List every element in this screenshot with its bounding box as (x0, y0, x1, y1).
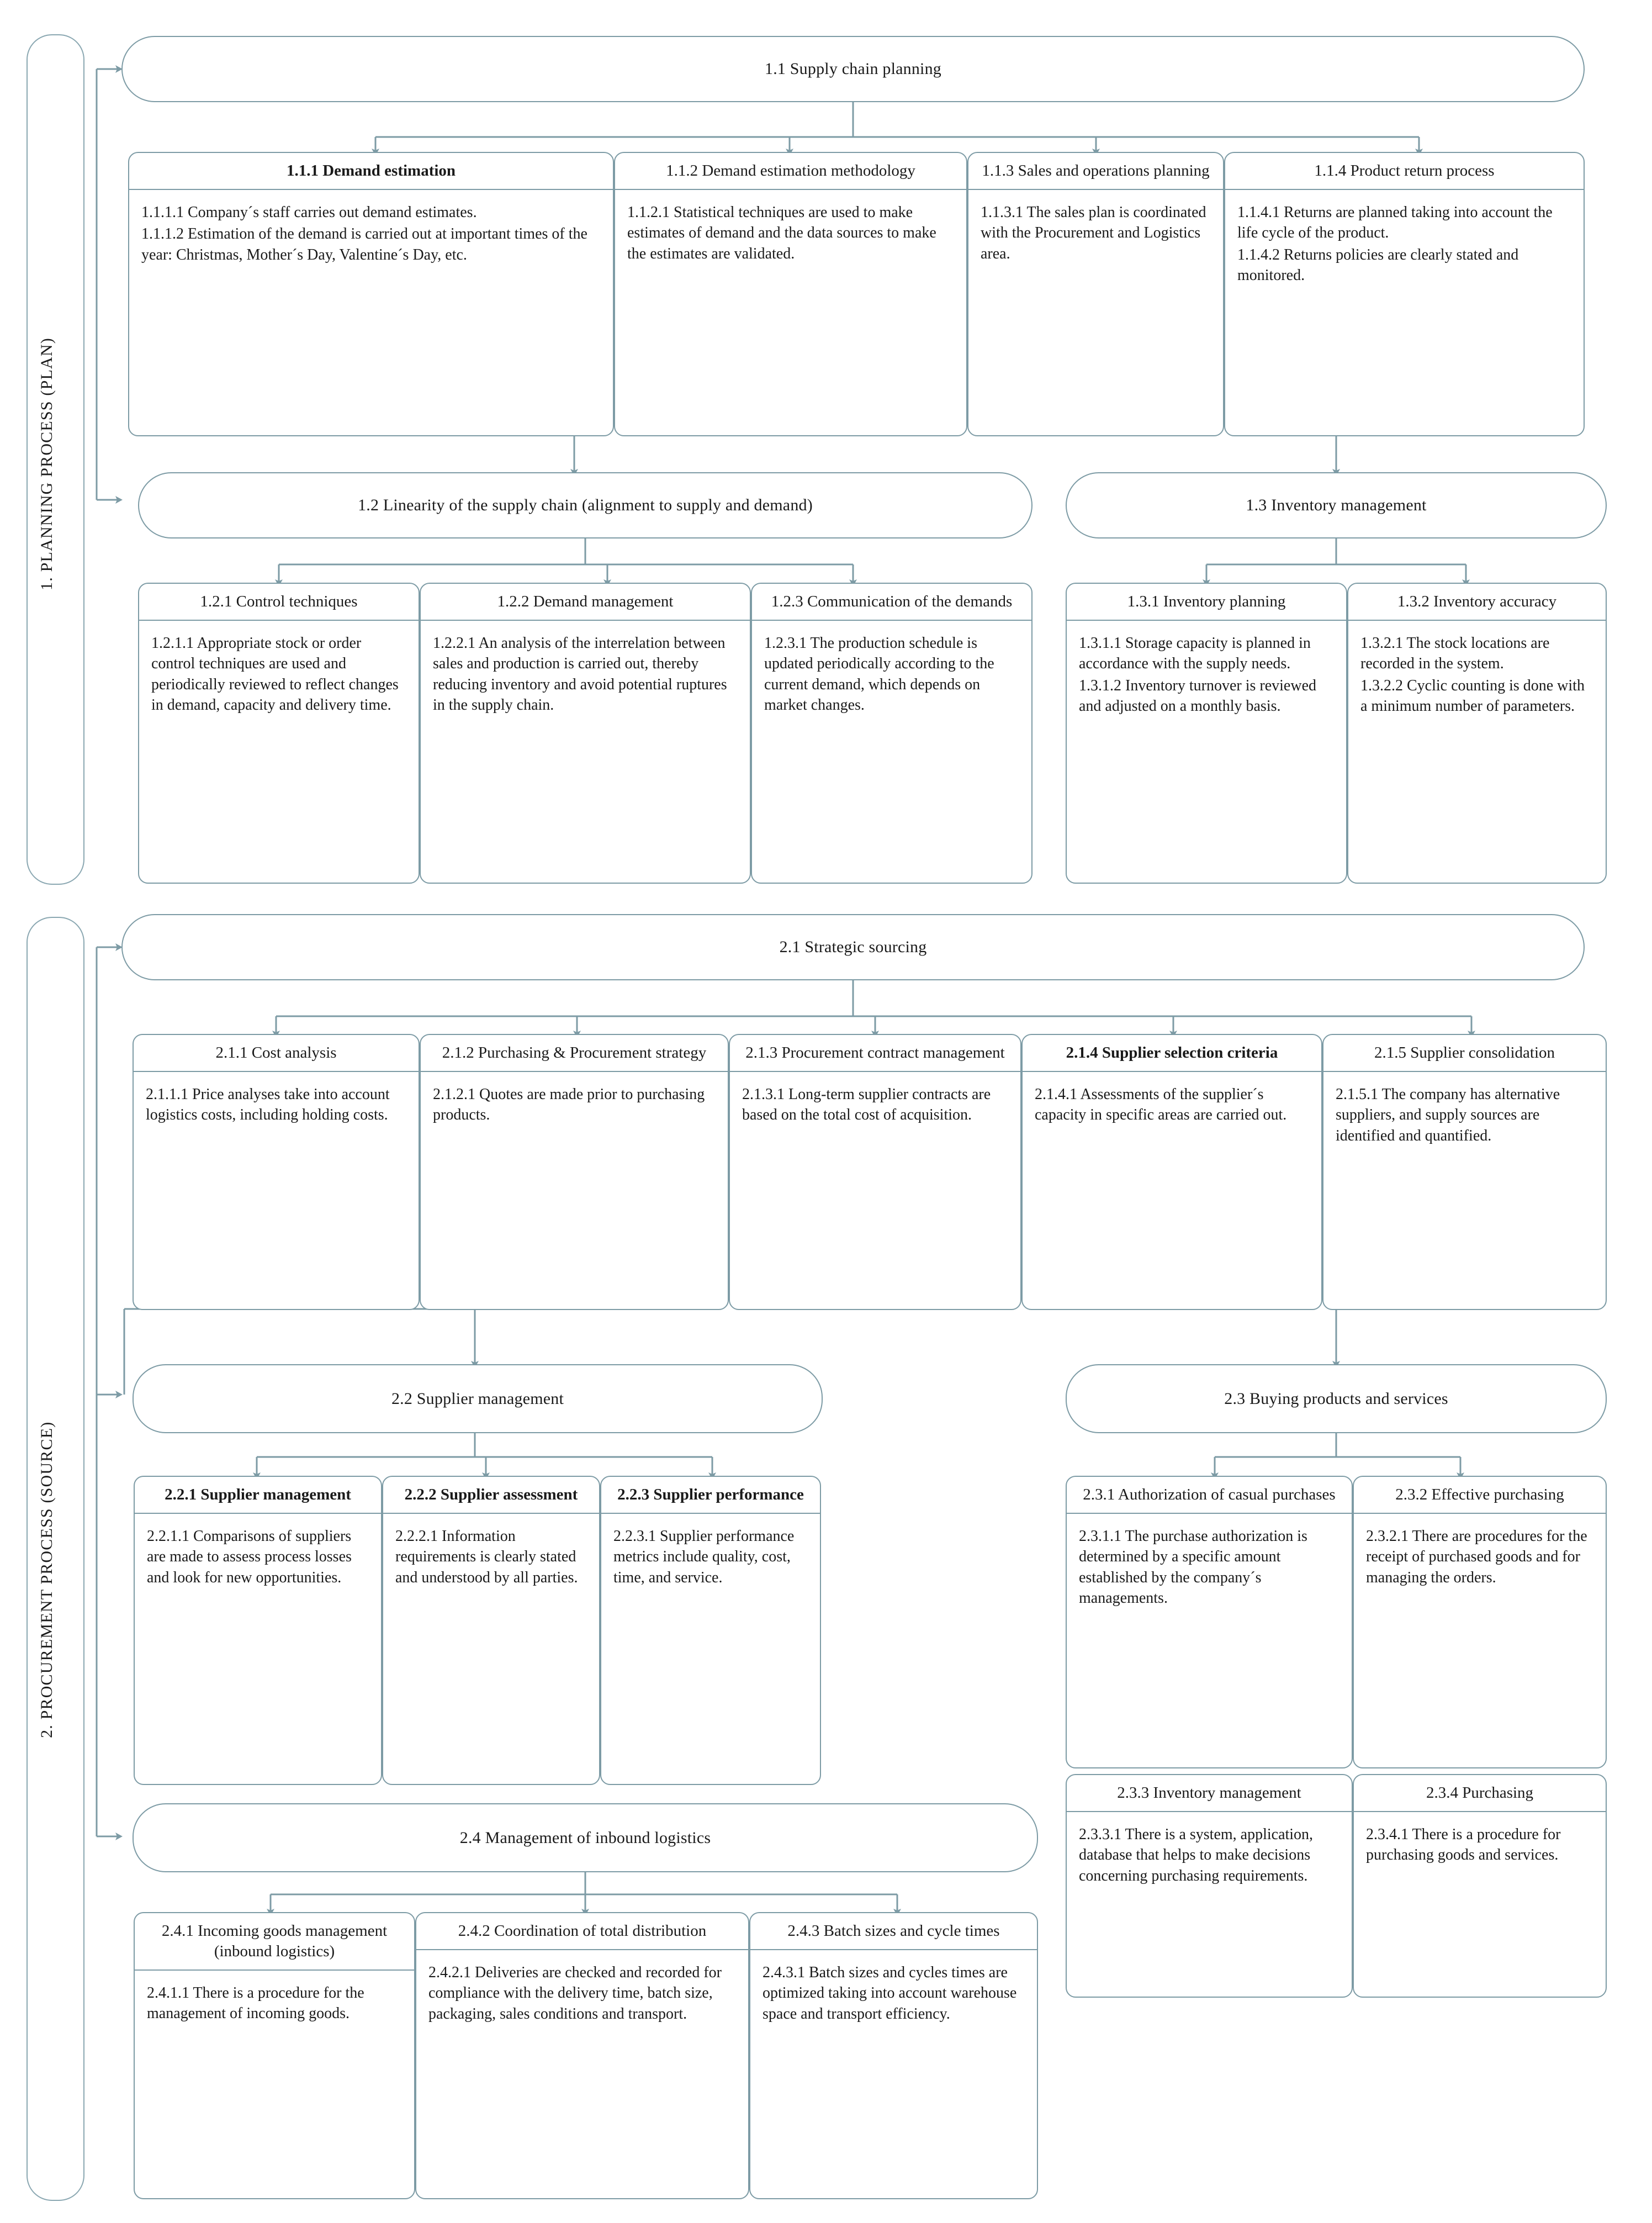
card-2-1-2-body: 2.1.2.1 Quotes are made prior to purchas… (433, 1086, 705, 1124)
card-1-1-3[interactable]: 1.1.3 Sales and operations planning 1.1.… (967, 152, 1224, 436)
card-2-2-2[interactable]: 2.2.2 Supplier assessment 2.2.2.1 Inform… (382, 1476, 600, 1785)
card-2-3-4-body: 2.3.4.1 There is a procedure for purchas… (1366, 1826, 1561, 1864)
node-2-4-inbound-logistics[interactable]: 2.4 Management of inbound logistics (133, 1803, 1038, 1872)
card-1-1-4[interactable]: 1.1.4 Product return process 1.1.4.1 Ret… (1224, 152, 1585, 436)
card-1-2-1[interactable]: 1.2.1 Control techniques 1.2.1.1 Appropr… (138, 583, 420, 884)
card-1-2-2-body: 1.2.2.1 An analysis of the interrelation… (433, 635, 727, 714)
card-2-1-4-header: 2.1.4 Supplier selection criteria (1023, 1035, 1321, 1073)
card-1-1-3-body: 1.1.3.1 The sales plan is coordinated wi… (981, 204, 1206, 262)
card-2-1-5-header: 2.1.5 Supplier consolidation (1323, 1035, 1606, 1073)
card-1-1-2-header: 1.1.2 Demand estimation methodology (615, 153, 966, 191)
card-2-1-2[interactable]: 2.1.2 Purchasing & Procurement strategy … (420, 1034, 729, 1310)
card-2-4-2-header: 2.4.2 Coordination of total distribution (416, 1913, 748, 1951)
card-2-2-1-header: 2.2.1 Supplier management (135, 1477, 381, 1514)
node-2-1-strategic-sourcing[interactable]: 2.1 Strategic sourcing (121, 914, 1585, 980)
card-2-3-4[interactable]: 2.3.4 Purchasing 2.3.4.1 There is a proc… (1353, 1774, 1607, 1998)
node-1-1-title: 1.1 Supply chain planning (765, 60, 941, 78)
card-2-1-1-body: 2.1.1.1 Price analyses take into account… (146, 1086, 390, 1124)
card-2-1-1-header: 2.1.1 Cost analysis (134, 1035, 419, 1073)
card-2-3-2-body: 2.3.2.1 There are procedures for the rec… (1366, 1528, 1587, 1586)
card-2-1-3-header: 2.1.3 Procurement contract management (730, 1035, 1020, 1073)
card-2-1-4[interactable]: 2.1.4 Supplier selection criteria 2.1.4.… (1021, 1034, 1322, 1310)
card-1-3-1-header: 1.3.1 Inventory planning (1067, 584, 1346, 621)
node-2-2-title: 2.2 Supplier management (391, 1389, 564, 1408)
card-1-2-1-header: 1.2.1 Control techniques (139, 584, 419, 621)
card-1-2-2[interactable]: 1.2.2 Demand management 1.2.2.1 An analy… (420, 583, 751, 884)
lane-planning-bracket (27, 34, 84, 885)
node-1-3-inventory-management[interactable]: 1.3 Inventory management (1066, 472, 1607, 538)
node-1-1-supply-chain-planning[interactable]: 1.1 Supply chain planning (121, 36, 1585, 102)
card-1-1-1[interactable]: 1.1.1 Demand estimation 1.1.1.1 Company´… (128, 152, 614, 436)
card-1-1-4-body: 1.1.4.1 Returns are planned taking into … (1237, 204, 1553, 284)
card-2-4-3[interactable]: 2.4.3 Batch sizes and cycle times 2.4.3.… (749, 1912, 1038, 2199)
card-2-3-4-header: 2.3.4 Purchasing (1354, 1775, 1606, 1813)
card-2-4-2[interactable]: 2.4.2 Coordination of total distribution… (415, 1912, 749, 2199)
card-2-3-3-body: 2.3.3.1 There is a system, application, … (1079, 1826, 1314, 1884)
card-2-1-2-header: 2.1.2 Purchasing & Procurement strategy (421, 1035, 728, 1073)
lane-planning-label: 1. PLANNING PROCESS (PLAN) (38, 337, 56, 590)
card-1-2-3-header: 1.2.3 Communication of the demands (752, 584, 1031, 621)
card-2-2-1[interactable]: 2.2.1 Supplier management 2.2.1.1 Compar… (134, 1476, 382, 1785)
card-2-3-2[interactable]: 2.3.2 Effective purchasing 2.3.2.1 There… (1353, 1476, 1607, 1768)
card-1-2-1-body: 1.2.1.1 Appropriate stock or order contr… (151, 635, 399, 714)
card-2-3-1-header: 2.3.1 Authorization of casual purchases (1067, 1477, 1352, 1514)
card-2-2-2-body: 2.2.2.1 Information requirements is clea… (395, 1528, 578, 1586)
card-1-3-1-body: 1.3.1.1 Storage capacity is planned in a… (1079, 635, 1316, 715)
card-2-3-2-header: 2.3.2 Effective purchasing (1354, 1477, 1606, 1514)
card-2-2-2-header: 2.2.2 Supplier assessment (383, 1477, 599, 1514)
card-2-1-1[interactable]: 2.1.1 Cost analysis 2.1.1.1 Price analys… (133, 1034, 420, 1310)
card-2-1-3-body: 2.1.3.1 Long-term supplier contracts are… (742, 1086, 991, 1124)
card-2-4-1-body: 2.4.1.1 There is a procedure for the man… (147, 1984, 364, 2023)
node-1-2-title: 1.2 Linearity of the supply chain (align… (358, 496, 813, 514)
node-1-3-title: 1.3 Inventory management (1246, 496, 1427, 514)
node-2-3-buying-products-services[interactable]: 2.3 Buying products and services (1066, 1364, 1607, 1433)
card-2-3-3[interactable]: 2.3.3 Inventory management 2.3.3.1 There… (1066, 1774, 1353, 1998)
node-1-2-linearity[interactable]: 1.2 Linearity of the supply chain (align… (138, 472, 1032, 538)
card-1-1-1-header: 1.1.1 Demand estimation (129, 153, 613, 191)
card-1-3-2-header: 1.3.2 Inventory accuracy (1348, 584, 1606, 621)
card-2-4-1-header: 2.4.1 Incoming goods management (inbound… (135, 1913, 414, 1971)
card-1-3-2[interactable]: 1.3.2 Inventory accuracy 1.3.2.1 The sto… (1347, 583, 1607, 884)
card-2-3-3-header: 2.3.3 Inventory management (1067, 1775, 1352, 1813)
card-1-1-2[interactable]: 1.1.2 Demand estimation methodology 1.1.… (614, 152, 967, 436)
card-2-4-3-body: 2.4.3.1 Batch sizes and cycles times are… (763, 1964, 1017, 2023)
card-2-2-1-body: 2.2.1.1 Comparisons of suppliers are mad… (147, 1528, 352, 1586)
lane-procurement-bracket (27, 917, 84, 2201)
card-1-1-2-body: 1.1.2.1 Statistical techniques are used … (627, 204, 936, 262)
card-2-1-4-body: 2.1.4.1 Assessments of the supplier´s ca… (1035, 1086, 1287, 1124)
card-2-1-5[interactable]: 2.1.5 Supplier consolidation 2.1.5.1 The… (1322, 1034, 1607, 1310)
card-2-1-5-body: 2.1.5.1 The company has alternative supp… (1336, 1086, 1560, 1144)
card-2-2-3-header: 2.2.3 Supplier performance (601, 1477, 820, 1514)
card-2-4-3-header: 2.4.3 Batch sizes and cycle times (750, 1913, 1037, 1951)
node-2-4-title: 2.4 Management of inbound logistics (459, 1828, 711, 1847)
card-2-3-1[interactable]: 2.3.1 Authorization of casual purchases … (1066, 1476, 1353, 1768)
node-2-1-title: 2.1 Strategic sourcing (779, 938, 927, 956)
node-2-3-title: 2.3 Buying products and services (1224, 1389, 1448, 1408)
card-1-1-1-body: 1.1.1.1 Company´s staff carries out dema… (141, 204, 587, 263)
card-1-1-4-header: 1.1.4 Product return process (1225, 153, 1584, 191)
card-1-2-3-body: 1.2.3.1 The production schedule is updat… (764, 635, 994, 714)
node-2-2-supplier-management[interactable]: 2.2 Supplier management (133, 1364, 823, 1433)
card-2-3-1-body: 2.3.1.1 The purchase authorization is de… (1079, 1528, 1307, 1607)
card-1-3-1[interactable]: 1.3.1 Inventory planning 1.3.1.1 Storage… (1066, 583, 1347, 884)
card-2-4-1[interactable]: 2.4.1 Incoming goods management (inbound… (134, 1912, 415, 2199)
card-2-2-3[interactable]: 2.2.3 Supplier performance 2.2.3.1 Suppl… (600, 1476, 821, 1785)
card-2-2-3-body: 2.2.3.1 Supplier performance metrics inc… (613, 1528, 795, 1586)
lane-procurement-label: 2. PROCUREMENT PROCESS (SOURCE) (38, 1421, 56, 1738)
card-1-1-3-header: 1.1.3 Sales and operations planning (968, 153, 1223, 191)
card-2-1-3[interactable]: 2.1.3 Procurement contract management 2.… (729, 1034, 1021, 1310)
card-2-4-2-body: 2.4.2.1 Deliveries are checked and recor… (428, 1964, 722, 2023)
card-1-3-2-body: 1.3.2.1 The stock locations are recorded… (1360, 635, 1585, 715)
card-1-2-2-header: 1.2.2 Demand management (421, 584, 750, 621)
card-1-2-3[interactable]: 1.2.3 Communication of the demands 1.2.3… (751, 583, 1032, 884)
